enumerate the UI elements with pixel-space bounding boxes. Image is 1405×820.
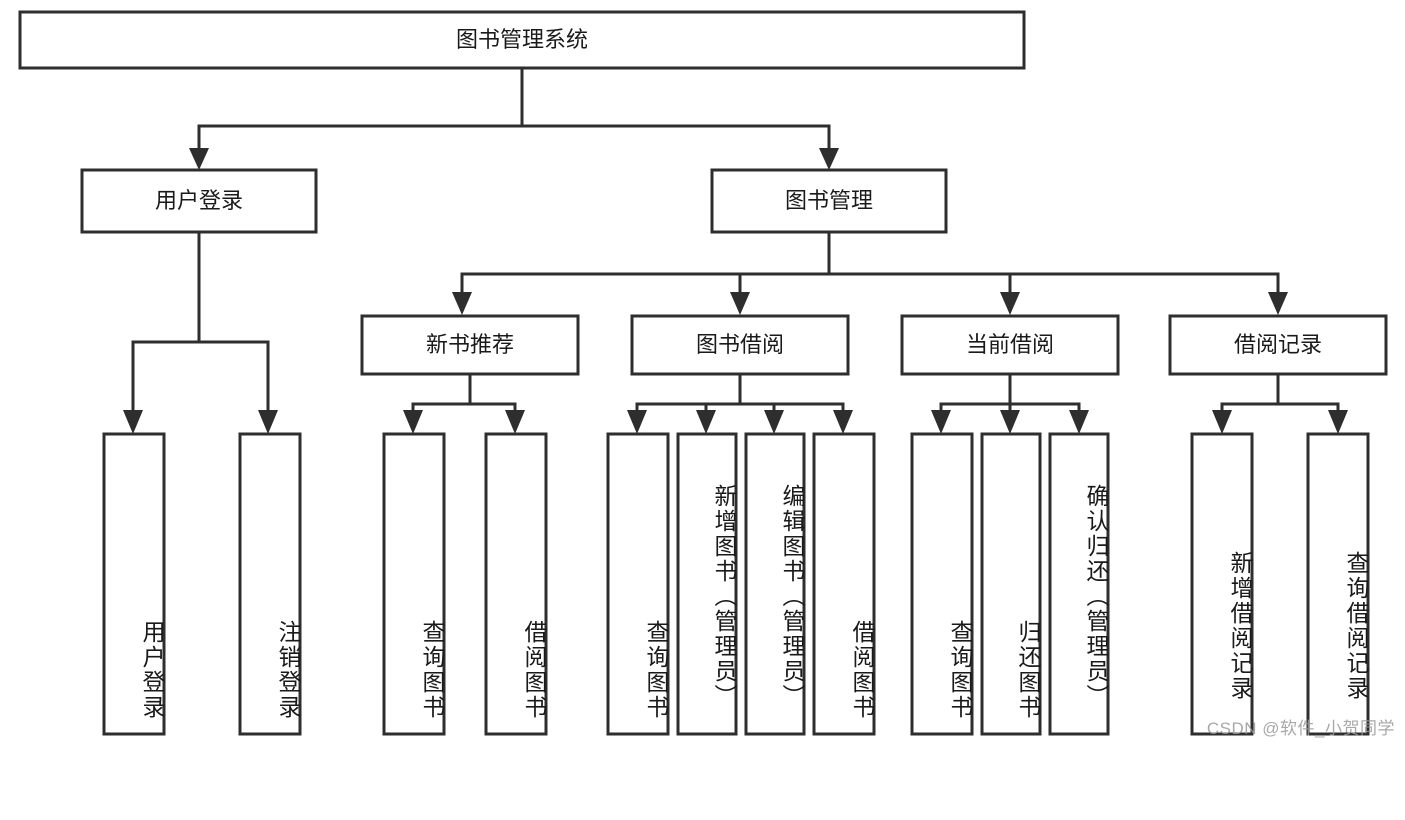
- arrowhead-userlogin: [189, 148, 209, 170]
- node-book-manage-box[interactable]: [710, 168, 948, 234]
- node-new-book-recommend-box[interactable]: [360, 314, 580, 376]
- node-book-borrow-box[interactable]: [630, 314, 850, 376]
- arrowhead-leaf-borrow-book-1: [505, 410, 525, 434]
- leaf-box-user-login[interactable]: [102, 432, 166, 736]
- node-current-borrow-box[interactable]: [900, 314, 1120, 376]
- arrowhead-new-book-recommend: [452, 292, 472, 315]
- arrowhead-borrow-record: [1268, 292, 1288, 315]
- arrowhead-leaf-user-login: [123, 410, 143, 434]
- arrowhead-leaf-return-book: [1000, 410, 1020, 434]
- arrowhead-leaf-confirm-return: [1069, 410, 1089, 434]
- arrowhead-leaf-query-book-3: [931, 410, 951, 434]
- node-root[interactable]: 图书管理系统: [18, 10, 1026, 70]
- leaf-box-query-book-2[interactable]: [606, 432, 670, 736]
- diagram-canvas: 图书管理系统 用户登录 图书管理: [18, 10, 1395, 738]
- arrowhead-leaf-logout: [258, 410, 278, 434]
- node-book-borrow-label: 图书借阅: [696, 332, 784, 357]
- arrowhead-leaf-query-book-1: [403, 410, 423, 434]
- leaf-box-borrow-book-1[interactable]: [484, 432, 548, 736]
- arrowhead-leaf-add-record: [1212, 410, 1232, 434]
- leaf-box-confirm-return[interactable]: [1048, 432, 1110, 736]
- node-current-borrow[interactable]: 当前借阅: [900, 314, 1120, 376]
- leaf-box-add-record[interactable]: [1190, 432, 1254, 736]
- node-new-book-recommend[interactable]: 新书推荐: [360, 314, 580, 376]
- node-borrow-record[interactable]: 借阅记录: [1168, 314, 1388, 376]
- leaf-box-add-book[interactable]: [676, 432, 738, 736]
- node-root-label: 图书管理系统: [456, 27, 588, 52]
- arrowhead-leaf-query-record: [1328, 410, 1348, 434]
- leaf-box-query-record[interactable]: [1306, 432, 1370, 736]
- arrowhead-bookmanage: [819, 148, 839, 170]
- watermark-text: CSDN @软件_小贺同学: [1206, 719, 1395, 738]
- leaf-box-edit-book[interactable]: [744, 432, 806, 736]
- node-book-manage[interactable]: 图书管理: [710, 168, 948, 234]
- leaf-box-query-book-1[interactable]: [382, 432, 446, 736]
- node-user-login[interactable]: 用户登录: [80, 168, 318, 234]
- node-borrow-record-label: 借阅记录: [1234, 332, 1322, 357]
- node-root-box[interactable]: [18, 10, 1026, 70]
- node-book-manage-label: 图书管理: [785, 188, 873, 213]
- node-user-login-label: 用户登录: [155, 188, 243, 213]
- hierarchy-diagram-svg: 图书管理系统 用户登录 图书管理: [18, 10, 1388, 736]
- leaf-box-return-book[interactable]: [980, 432, 1042, 736]
- node-borrow-record-box[interactable]: [1168, 314, 1388, 376]
- node-current-borrow-label: 当前借阅: [966, 332, 1054, 357]
- leaf-box-borrow-book-2[interactable]: [812, 432, 876, 736]
- arrowhead-book-borrow: [730, 292, 750, 315]
- arrowhead-leaf-edit-book: [764, 410, 784, 434]
- arrowhead-current-borrow: [1000, 292, 1020, 315]
- arrowhead-leaf-borrow-book-2: [833, 410, 853, 434]
- arrowhead-leaf-add-book: [696, 410, 716, 434]
- arrowhead-leaf-query-book-2: [627, 410, 647, 434]
- leaf-box-logout[interactable]: [238, 432, 302, 736]
- node-book-borrow[interactable]: 图书借阅: [630, 314, 850, 376]
- node-new-book-recommend-label: 新书推荐: [426, 332, 514, 357]
- leaf-box-query-book-3[interactable]: [910, 432, 974, 736]
